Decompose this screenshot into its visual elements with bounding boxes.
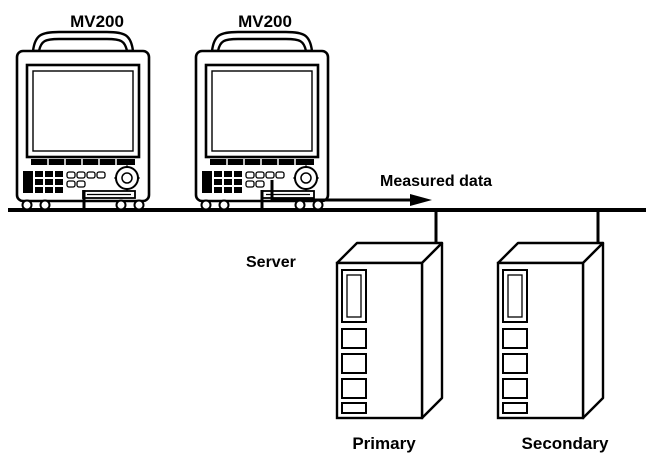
- recorder-1-label: MV200: [70, 12, 124, 31]
- primary-server-label: Primary: [352, 434, 416, 453]
- measured-data-arrowhead: [410, 194, 432, 206]
- recorder-2: [194, 30, 330, 211]
- measured-data-label: Measured data: [380, 173, 492, 190]
- recorder-2-icon: [194, 30, 330, 211]
- secondary-server: [496, 241, 605, 420]
- recorder-1: [15, 30, 151, 211]
- recorder-2-label: MV200: [238, 12, 292, 31]
- server-group-label: Server: [246, 254, 296, 271]
- secondary-server-icon: [496, 241, 605, 420]
- secondary-server-label: Secondary: [522, 434, 609, 453]
- recorder-1-icon: [15, 30, 151, 211]
- measured-data-arrow: [270, 180, 412, 202]
- primary-server: [335, 241, 444, 420]
- primary-server-icon: [335, 241, 444, 420]
